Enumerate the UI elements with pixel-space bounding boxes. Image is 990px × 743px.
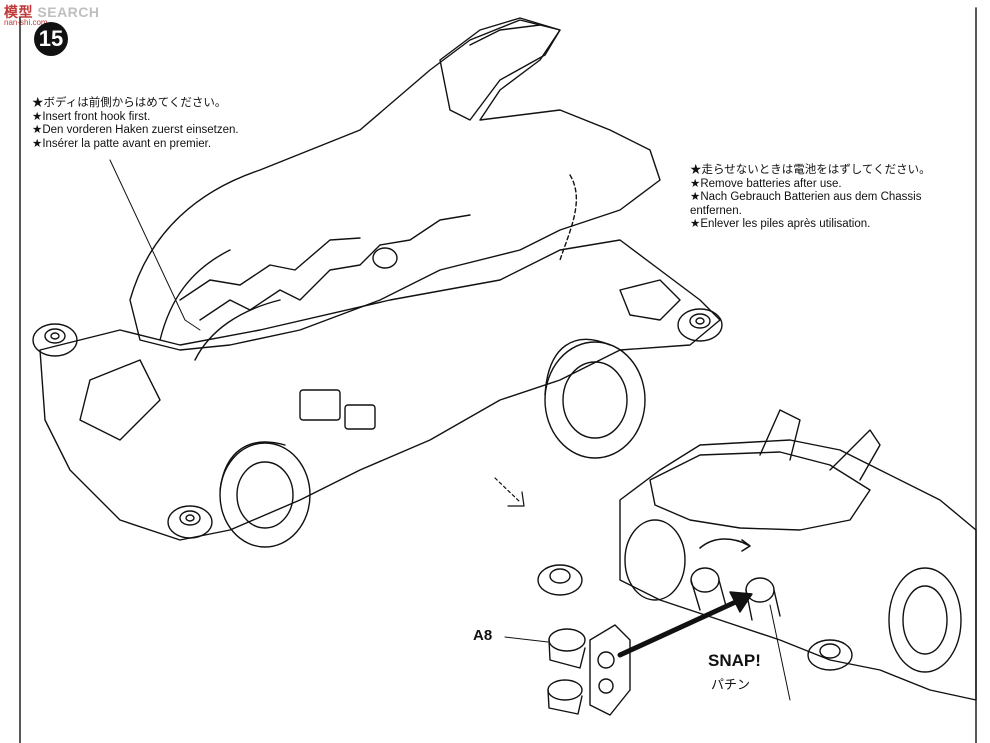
step-number: 15 [38,26,64,51]
body-mount-note: ★ボディは前側からはめてください。 ★Insert front hook fir… [32,97,239,151]
battery-note-en: ★Remove batteries after use. [690,177,842,190]
front-roller-top [32,323,78,357]
detail-roller-right [807,639,853,671]
snap-label: SNAP! [708,651,761,670]
watermark-text: SEARCH [37,4,100,20]
step-number-badge: 15 [34,22,68,56]
insert-arrow [617,591,753,658]
detail-view-drawing [504,409,977,716]
battery-note: ★走らせないときは電池をはずしてください。 ★Remove batteries … [690,164,931,232]
front-roller-bottom [167,505,213,539]
body-mount-note-ja: ★ボディは前側からはめてください。 [32,97,227,109]
motor-cylinders [690,567,781,621]
detail-roller-left [537,564,583,596]
main-car-drawing [32,17,723,548]
snap-label-ja: パチン [711,677,751,692]
watermark-site: nan-shi.com [4,18,48,27]
direction-arrow [494,477,525,507]
battery-note-ja: ★走らせないときは電池をはずしてください。 [690,164,931,176]
rear-right-wheel [544,338,646,459]
front-left-wheel [219,441,311,548]
part-label-a8: A8 [473,627,493,644]
battery-note-fr: ★Enlever les piles après utilisation. [690,218,871,230]
body-mount-note-de: ★Den vorderen Haken zuerst einsetzen. [32,124,239,136]
body-mount-note-en: ★Insert front hook first. [32,110,151,123]
battery-note-de-cont: entfernen. [690,204,742,217]
battery-note-de: ★Nach Gebrauch Batterien aus dem Chassis [690,191,922,203]
rear-roller-right [677,308,723,342]
body-mount-note-fr: ★Insérer la patte avant en premier. [32,137,212,150]
watermark-logo-glyphs: 模型 [4,4,33,20]
watermark: 模型 SEARCH nan-shi.com [4,2,100,27]
part-a8-bracket [504,624,631,716]
